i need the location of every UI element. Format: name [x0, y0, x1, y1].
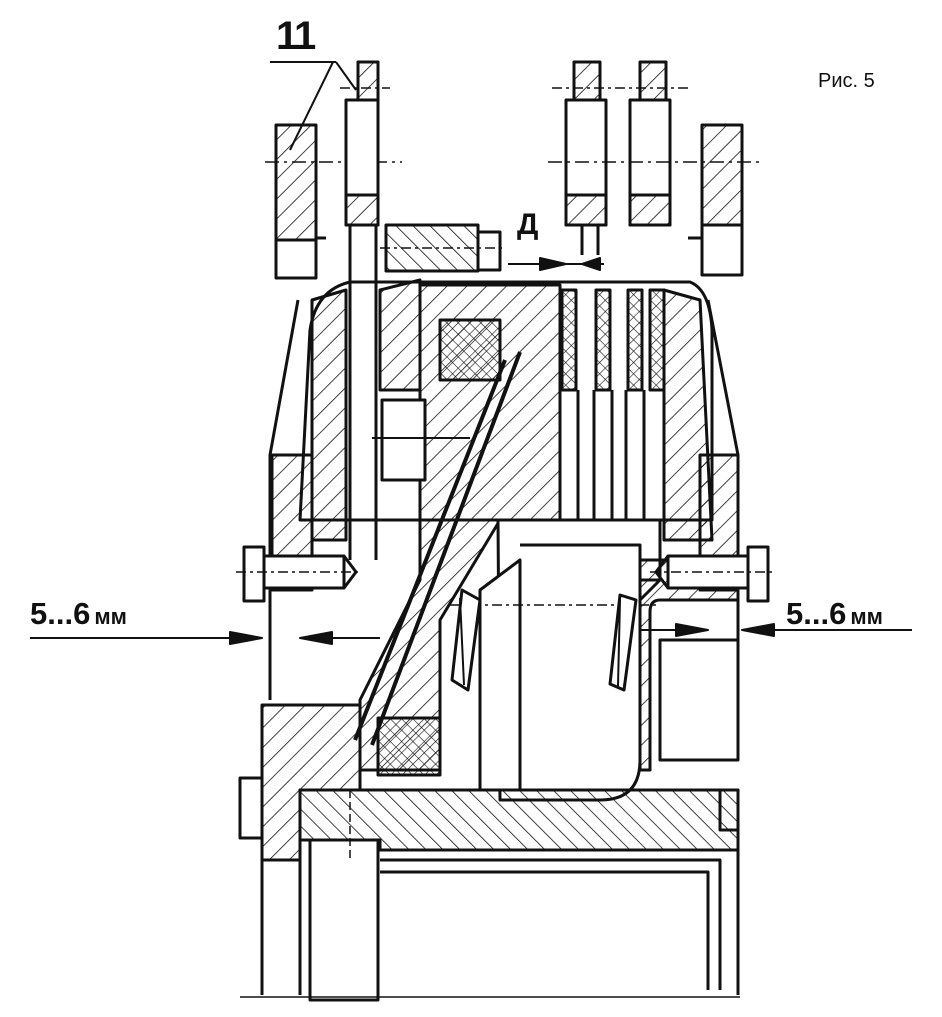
left-side-bolt: [236, 545, 360, 603]
housing-right-wall: [662, 288, 740, 592]
piston-drum: [450, 518, 662, 802]
lower-housing: [238, 703, 740, 1002]
friction-disc-pack: [560, 288, 666, 540]
spring-left: [450, 588, 482, 692]
dimension-gap-right-value: 5...6: [786, 596, 847, 631]
central-hub: [353, 283, 562, 772]
dimension-gap-left-unit: мм: [94, 604, 127, 629]
spring-right: [608, 593, 638, 692]
dimension-gap-top-lines: [508, 257, 604, 271]
right-side-bolt: [650, 545, 776, 603]
right-rod-block-2: [548, 60, 760, 227]
housing-left-wall: [270, 278, 422, 592]
dimension-gap-left-value: 5...6: [30, 596, 91, 631]
dimension-gap-right-lines: [640, 623, 912, 637]
left-lever-block: [265, 123, 402, 280]
right-flange: [638, 558, 740, 772]
callout-number-11: 11: [276, 14, 316, 58]
dimension-gap-top-symbol: Д: [517, 208, 539, 241]
callout-11-leader: [270, 61, 357, 151]
right-rod-block-1: [564, 60, 608, 255]
dimension-gap-right-unit: мм: [850, 604, 883, 629]
top-bolt: [380, 223, 505, 273]
lower-seal: [376, 716, 442, 777]
figure-label: Рис. 5: [818, 70, 875, 92]
dimension-gap-left-lines: [30, 631, 380, 645]
right-lever-block: [688, 123, 744, 277]
